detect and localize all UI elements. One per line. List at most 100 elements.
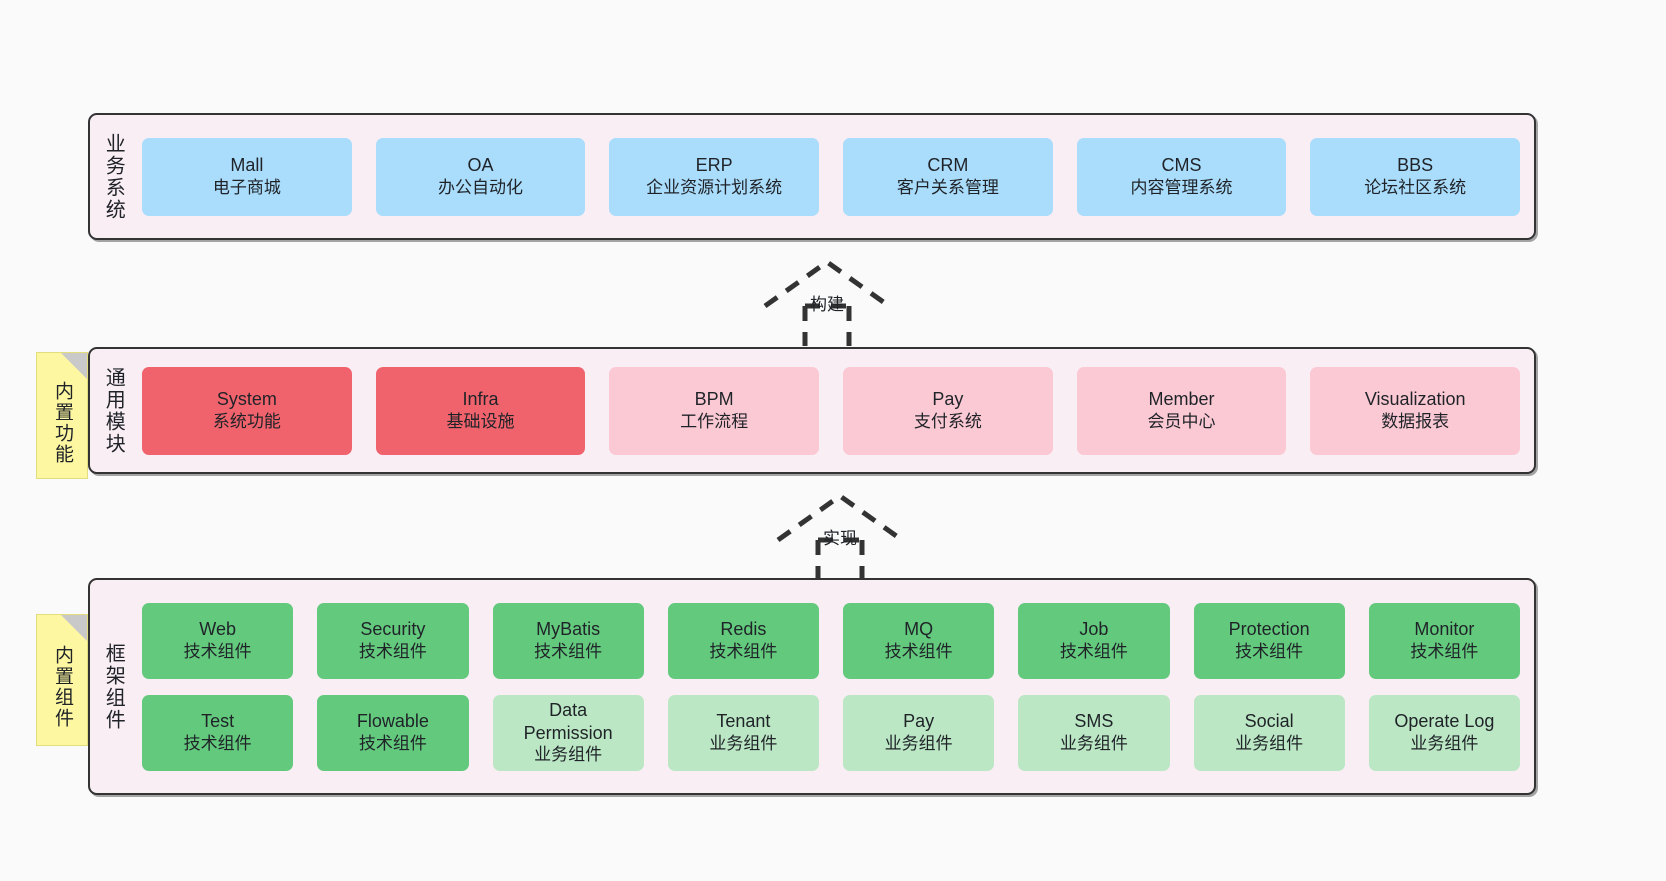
layer-business-system: 业务系统 Mall 电子商城 OA 办公自动化 ERP 企业资源计划系统 CRM… [88,113,1536,240]
node-mq[interactable]: MQ 技术组件 [843,602,995,679]
node-cms-en: CMS [1161,155,1202,176]
node-mall-cn: 电子商城 [212,178,281,198]
node-oa-en: OA [467,155,494,176]
node-system[interactable]: System 系统功能 [142,366,352,455]
node-redis-en: Redis [720,619,767,640]
node-pay-component[interactable]: Pay 业务组件 [843,694,995,771]
layer-common-module: 通用模块 System 系统功能 Infra 基础设施 BPM 工作流程 Pay… [88,347,1536,474]
sticky-fold-corner-icon [61,615,87,641]
node-infra-cn: 基础设施 [446,412,515,432]
arrow-build-label: 构建 [810,295,844,314]
layer-business-system-label: 业务系统 [102,132,125,221]
node-erp-cn: 企业资源计划系统 [646,178,783,198]
node-job-cn: 技术组件 [1059,642,1128,662]
node-visualization-en: Visualization [1364,389,1466,410]
node-bbs[interactable]: BBS 论坛社区系统 [1310,137,1521,216]
node-member-cn: 会员中心 [1147,412,1216,432]
sticky-note-builtin-function: 内置功能 [36,352,88,479]
node-operate-log[interactable]: Operate Log 业务组件 [1368,694,1520,771]
node-mall[interactable]: Mall 电子商城 [142,137,352,216]
node-infra-en: Infra [462,389,499,410]
node-bbs-en: BBS [1397,155,1434,176]
node-social-cn: 业务组件 [1235,734,1304,754]
node-pay-component-en: Pay [903,711,935,732]
node-test-en: Test [201,711,235,732]
node-pay-module-cn: 支付系统 [913,412,982,432]
arrow-build: 构建 [757,258,897,346]
node-sms[interactable]: SMS 业务组件 [1018,694,1170,771]
node-security-cn: 技术组件 [358,642,427,662]
node-infra[interactable]: Infra 基础设施 [375,366,586,455]
node-cms[interactable]: CMS 内容管理系统 [1076,137,1287,216]
node-member-en: Member [1148,389,1215,410]
layer-common-module-label: 通用模块 [102,366,125,455]
node-mq-en: MQ [904,619,934,640]
node-oa[interactable]: OA 办公自动化 [375,137,586,216]
node-erp-en: ERP [695,155,733,176]
node-operate-log-cn: 业务组件 [1410,734,1479,754]
node-monitor[interactable]: Monitor 技术组件 [1368,602,1520,679]
node-oa-cn: 办公自动化 [438,178,523,198]
framework-component-rows: Web 技术组件 Security 技术组件 MyBatis 技术组件 Redi… [142,602,1520,771]
node-mybatis-en: MyBatis [536,619,601,640]
node-flowable[interactable]: Flowable 技术组件 [317,694,469,771]
node-pay-module[interactable]: Pay 支付系统 [843,366,1053,455]
arrow-implement-label: 实现 [823,529,857,548]
node-security[interactable]: Security 技术组件 [317,602,469,679]
business-system-node-row: Mall 电子商城 OA 办公自动化 ERP 企业资源计划系统 CRM 客户关系… [142,137,1521,216]
node-protection-en: Protection [1228,619,1310,640]
node-redis[interactable]: Redis 技术组件 [667,602,819,679]
framework-component-row-2: Test 技术组件 Flowable 技术组件 Data Permission … [142,694,1520,771]
node-mall-en: Mall [230,155,264,176]
common-module-node-row: System 系统功能 Infra 基础设施 BPM 工作流程 Pay 支付系统… [142,366,1521,455]
node-tenant[interactable]: Tenant 业务组件 [667,694,819,771]
node-member[interactable]: Member 会员中心 [1076,366,1287,455]
node-protection-cn: 技术组件 [1235,642,1304,662]
node-bpm-en: BPM [694,389,734,410]
node-mybatis[interactable]: MyBatis 技术组件 [492,602,644,679]
node-pay-module-en: Pay [932,389,964,410]
node-data-permission-en: Data Permission [523,700,613,743]
node-web-cn: 技术组件 [183,642,252,662]
node-visualization[interactable]: Visualization 数据报表 [1310,366,1521,455]
node-tenant-cn: 业务组件 [709,734,778,754]
node-data-permission-cn: 业务组件 [534,745,603,765]
node-test-cn: 技术组件 [183,734,252,754]
node-sms-cn: 业务组件 [1059,734,1128,754]
node-web[interactable]: Web 技术组件 [142,602,294,679]
node-protection[interactable]: Protection 技术组件 [1193,602,1345,679]
node-operate-log-en: Operate Log [1394,711,1495,732]
layer-common-module-body: System 系统功能 Infra 基础设施 BPM 工作流程 Pay 支付系统… [136,349,1534,472]
node-bpm-cn: 工作流程 [680,412,749,432]
node-security-en: Security [360,619,426,640]
node-mybatis-cn: 技术组件 [534,642,603,662]
sticky-note-builtin-component-label: 内置组件 [51,645,73,729]
sticky-note-builtin-component: 内置组件 [36,614,88,746]
sticky-note-builtin-function-label: 内置功能 [51,380,73,465]
arrow-implement: 实现 [770,492,910,580]
node-data-permission[interactable]: Data Permission 业务组件 [492,694,644,771]
node-web-en: Web [199,619,236,640]
layer-framework-component-body: Web 技术组件 Security 技术组件 MyBatis 技术组件 Redi… [136,580,1534,793]
node-monitor-en: Monitor [1414,619,1475,640]
node-pay-component-cn: 业务组件 [884,734,953,754]
arrow-build-shaft [802,303,852,346]
layer-framework-component-label: 框架组件 [102,642,125,731]
node-cms-cn: 内容管理系统 [1130,178,1233,198]
arrow-implement-shaft [815,537,865,580]
node-erp[interactable]: ERP 企业资源计划系统 [609,137,820,216]
node-crm-cn: 客户关系管理 [896,178,999,198]
node-social[interactable]: Social 业务组件 [1193,694,1345,771]
node-crm[interactable]: CRM 客户关系管理 [843,137,1053,216]
node-visualization-cn: 数据报表 [1381,412,1450,432]
layer-business-system-body: Mall 电子商城 OA 办公自动化 ERP 企业资源计划系统 CRM 客户关系… [136,115,1534,238]
node-job[interactable]: Job 技术组件 [1018,602,1170,679]
node-social-en: Social [1244,711,1294,732]
node-bpm[interactable]: BPM 工作流程 [609,366,820,455]
node-flowable-en: Flowable [356,711,429,732]
node-test[interactable]: Test 技术组件 [142,694,294,771]
node-job-en: Job [1079,619,1109,640]
node-monitor-cn: 技术组件 [1410,642,1479,662]
node-system-cn: 系统功能 [212,412,281,432]
